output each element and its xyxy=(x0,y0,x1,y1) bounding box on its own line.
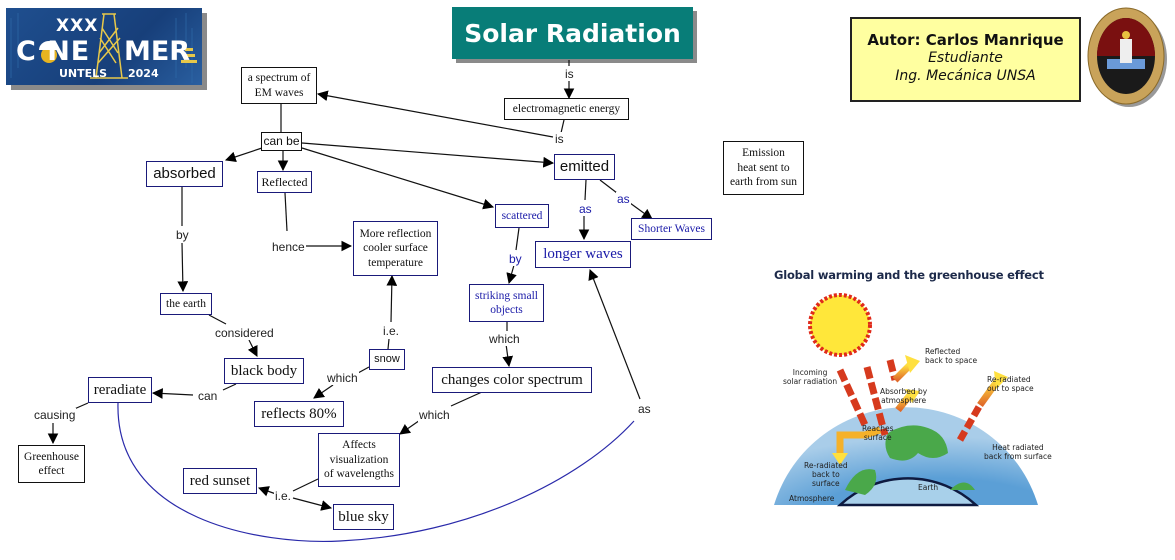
link-label-hence: hence xyxy=(271,240,306,254)
link-line xyxy=(560,119,565,134)
link-curve xyxy=(117,402,635,542)
link-label-as: as xyxy=(616,192,631,206)
link-line xyxy=(247,339,258,357)
page-title: Solar Radiation xyxy=(452,7,693,59)
node-snow[interactable]: snow xyxy=(369,349,405,370)
node-changes-color-spectrum[interactable]: changes color spectrum xyxy=(432,367,592,393)
link-line xyxy=(151,388,194,399)
node-reradiate[interactable]: reradiate xyxy=(88,377,152,403)
tower-icon xyxy=(90,13,128,79)
author-role: Estudiante xyxy=(928,50,1003,66)
link-label-considered: considered xyxy=(214,326,275,340)
link-line xyxy=(313,384,334,399)
logo-roman: XXX xyxy=(56,16,99,36)
link-label-which: which xyxy=(326,371,359,385)
greenhouse-illustration xyxy=(774,293,1038,507)
node-reflects-80[interactable]: reflects 80% xyxy=(254,401,344,427)
hardhat-gear-icon xyxy=(39,41,59,63)
link-line xyxy=(515,227,520,251)
link-line xyxy=(224,147,263,163)
link-label-ie: i.e. xyxy=(274,489,293,503)
absorbed-arrow xyxy=(895,392,913,413)
reflected-arrow xyxy=(892,362,913,383)
link-line xyxy=(208,314,227,325)
link-line xyxy=(292,497,333,511)
link-label-ie: i.e. xyxy=(382,324,401,338)
link-line xyxy=(301,142,555,168)
node-blue-sky[interactable]: blue sky xyxy=(333,504,394,530)
link-line xyxy=(222,383,237,391)
link-label-can: can xyxy=(197,389,219,403)
link-line xyxy=(502,343,514,368)
link-line xyxy=(357,366,370,374)
node-shorter-waves[interactable]: Shorter Waves xyxy=(631,218,712,240)
reradiated-back-arrow xyxy=(836,426,882,455)
link-line xyxy=(584,179,587,201)
sun-icon xyxy=(808,293,872,357)
node-can-be[interactable]: can be xyxy=(261,132,302,151)
link-line xyxy=(599,179,618,194)
logo-word-left: C NE xyxy=(16,36,91,67)
node-electromagnetic-energy[interactable]: electromagnetic energy xyxy=(504,98,629,120)
link-line xyxy=(257,486,277,497)
link-line xyxy=(284,192,288,232)
node-emitted[interactable]: emitted xyxy=(554,154,615,180)
node-longer-waves[interactable]: longer waves xyxy=(535,241,631,268)
link-line xyxy=(450,391,483,407)
university-seal-icon xyxy=(1087,7,1167,107)
link-line xyxy=(506,264,517,285)
link-line xyxy=(387,338,390,350)
link-label-as: as xyxy=(637,402,652,416)
link-line xyxy=(292,478,319,492)
author-program: Ing. Mecánica UNSA xyxy=(895,68,1036,84)
heat-radiated-arrow xyxy=(956,403,984,442)
node-the-earth[interactable]: the earth xyxy=(160,293,212,315)
node-absorbed[interactable]: absorbed xyxy=(146,161,223,187)
link-line xyxy=(316,90,554,138)
link-label-by: by xyxy=(175,228,190,242)
logo-org: UNTELS xyxy=(59,67,108,80)
link-line xyxy=(386,274,398,323)
logo-year: 2024 xyxy=(128,67,159,80)
node-reflected[interactable]: Reflected xyxy=(257,171,312,193)
stairs-icon xyxy=(181,48,197,63)
link-line xyxy=(588,268,641,400)
link-line xyxy=(177,242,189,293)
link-label-is: is xyxy=(554,132,565,146)
logo-graphics xyxy=(10,13,197,83)
node-scattered[interactable]: scattered xyxy=(495,204,549,228)
link-label-is: is xyxy=(564,67,575,81)
link-label-by: by xyxy=(508,252,523,266)
node-red-sunset[interactable]: red sunset xyxy=(183,468,257,494)
gh-label-atmosphere: Atmosphere xyxy=(789,494,835,503)
link-line xyxy=(301,147,495,210)
node-black-body[interactable]: black body xyxy=(224,358,304,384)
author-box: Autor: Carlos Manrique Estudiante Ing. M… xyxy=(850,17,1081,102)
link-label-causing: causing xyxy=(33,408,77,422)
link-line xyxy=(629,202,653,220)
conemer-logo: XXX C NE MER UNTELS 2024 xyxy=(6,8,202,85)
gh-label-earth: Earth xyxy=(918,483,939,492)
link-label-which: which xyxy=(488,332,521,346)
link-label-which: which xyxy=(418,408,451,422)
logo-word-right: MER xyxy=(124,36,191,67)
greenhouse-figure-title: Global warming and the greenhouse effect xyxy=(774,268,1044,282)
author-name: Autor: Carlos Manrique xyxy=(867,31,1064,49)
link-label-as: as xyxy=(578,202,593,216)
